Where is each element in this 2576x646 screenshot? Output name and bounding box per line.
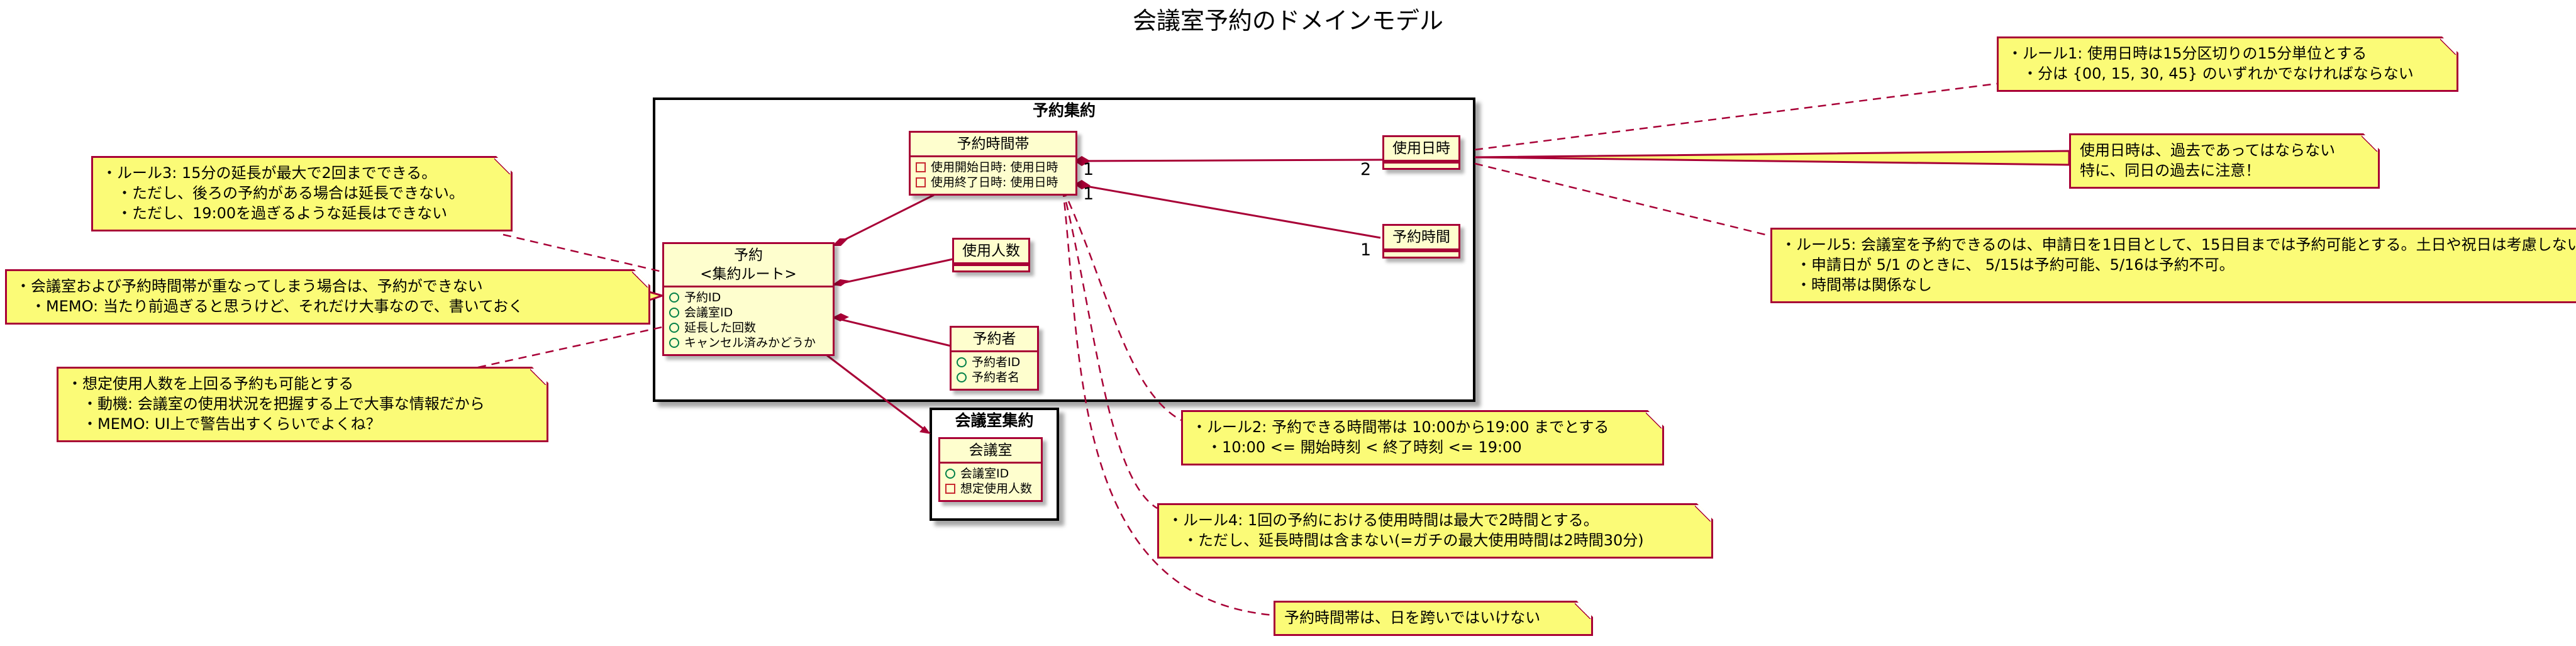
field-reserver-id: 予約者ID bbox=[957, 355, 1033, 370]
class-usage-datetime: 使用日時 bbox=[1382, 135, 1460, 170]
composition-reservation-attendees bbox=[833, 258, 953, 286]
note-link-rule3 bbox=[502, 233, 663, 273]
public-field-icon bbox=[957, 357, 967, 367]
class-reservation-time: 予約時間 bbox=[1382, 224, 1460, 259]
field-reserver-name: 予約者名 bbox=[957, 370, 1033, 385]
room-aggregate-title: 会議室集約 bbox=[955, 411, 1034, 430]
note-link-capacity bbox=[477, 326, 663, 369]
class-timeslot-fields: 使用開始日時: 使用日時 使用終了日時: 使用日時 bbox=[911, 157, 1075, 194]
multiplicity-reservation-time: 1 bbox=[1360, 240, 1372, 260]
diamond-reserver bbox=[832, 313, 849, 321]
composition-reservation-timeslot bbox=[833, 194, 935, 247]
class-reservation-time-empty bbox=[1384, 250, 1458, 257]
field-start-datetime: 使用開始日時: 使用日時 bbox=[916, 160, 1072, 175]
field-cancelled: キャンセル済みかどうか bbox=[669, 335, 829, 350]
public-field-icon bbox=[669, 323, 679, 333]
private-field-icon bbox=[945, 484, 955, 494]
class-reserver: 予約者 予約者ID 予約者名 bbox=[950, 326, 1039, 391]
note-past: 使用日時は、過去であってはならない 特に、同日の過去に注意！ bbox=[2069, 133, 2380, 189]
diamond-usage-datetime bbox=[1074, 156, 1091, 166]
field-room-room-id: 会議室ID bbox=[945, 466, 1037, 481]
class-reservation: 予約 <集約ルート> 予約ID 会議室ID 延長した回数 キャンセル済みかどうか bbox=[662, 242, 835, 356]
note-overlap: ・会議室および予約時間帯が重なってしまう場合は、予約ができない ・MEMO: 当… bbox=[5, 269, 650, 325]
note-pointer-past bbox=[1474, 150, 2070, 166]
note-link-rule4 bbox=[1062, 188, 1158, 510]
association-reservation-room bbox=[826, 354, 925, 431]
diagram-title: 会議室予約のドメインモデル bbox=[1132, 7, 1443, 35]
multiplicity-timeslot-lower: 1 bbox=[1083, 184, 1094, 204]
class-room-fields: 会議室ID 想定使用人数 bbox=[940, 464, 1041, 500]
class-reservation-name: 予約 bbox=[734, 247, 763, 264]
multiplicity-usage-datetime: 2 bbox=[1360, 160, 1372, 179]
class-timeslot-name: 予約時間帯 bbox=[911, 133, 1075, 157]
composition-timeslot-usage-datetime bbox=[1075, 159, 1383, 162]
note-link-rule2 bbox=[1062, 188, 1182, 421]
arrowhead-room bbox=[919, 426, 931, 434]
note-link-crossday bbox=[1062, 188, 1274, 616]
diamond-timeslot bbox=[832, 238, 848, 246]
class-usage-datetime-name: 使用日時 bbox=[1384, 137, 1458, 162]
composition-reservation-reserver bbox=[833, 316, 952, 347]
note-rule3: ・ルール3: 15分の延長が最大で2回までできる。 ・ただし、後ろの予約がある場… bbox=[91, 156, 513, 231]
note-link-rule1 bbox=[1474, 82, 1997, 151]
note-link-rule5 bbox=[1474, 162, 1771, 237]
class-reservation-fields: 予約ID 会議室ID 延長した回数 キャンセル済みかどうか bbox=[664, 287, 833, 354]
reservation-aggregate-title: 予約集約 bbox=[1032, 101, 1096, 120]
class-room-name: 会議室 bbox=[940, 439, 1041, 464]
note-crossday: 予約時間帯は、日を跨いではいけない bbox=[1274, 601, 1593, 636]
diamond-reservation-time bbox=[1074, 180, 1091, 189]
multiplicity-timeslot-upper: 1 bbox=[1083, 160, 1094, 179]
class-attendees: 使用人数 bbox=[952, 238, 1030, 272]
public-field-icon bbox=[669, 338, 679, 348]
class-reservation-time-name: 予約時間 bbox=[1384, 226, 1458, 250]
class-attendees-name: 使用人数 bbox=[954, 240, 1028, 264]
private-field-icon bbox=[916, 177, 926, 187]
composition-timeslot-reservation-time bbox=[1075, 183, 1381, 239]
note-rule2: ・ルール2: 予約できる時間帯は 10:00から19:00 までとする ・10:… bbox=[1181, 410, 1664, 465]
field-reservation-id: 予約ID bbox=[669, 290, 829, 305]
class-reserver-name: 予約者 bbox=[952, 328, 1037, 352]
class-reservation-stereotype: <集約ルート> bbox=[700, 266, 797, 282]
class-reserver-fields: 予約者ID 予約者名 bbox=[952, 352, 1037, 389]
class-usage-datetime-empty bbox=[1384, 162, 1458, 168]
public-field-icon bbox=[669, 292, 679, 303]
class-room: 会議室 会議室ID 想定使用人数 bbox=[938, 437, 1043, 502]
public-field-icon bbox=[945, 469, 955, 479]
class-reservation-header: 予約 <集約ルート> bbox=[664, 244, 833, 287]
field-room-id: 会議室ID bbox=[669, 305, 829, 320]
note-rule1: ・ルール1: 使用日時は15分区切りの15分単位とする ・分は {00, 15,… bbox=[1997, 36, 2458, 92]
field-room-capacity: 想定使用人数 bbox=[945, 481, 1037, 496]
private-field-icon bbox=[916, 162, 926, 172]
public-field-icon bbox=[669, 308, 679, 318]
class-attendees-empty bbox=[954, 264, 1028, 270]
note-rule4: ・ルール4: 1回の予約における使用時間は最大で2時間とする。 ・ただし、延長時… bbox=[1157, 503, 1713, 559]
class-timeslot: 予約時間帯 使用開始日時: 使用日時 使用終了日時: 使用日時 bbox=[909, 131, 1077, 196]
public-field-icon bbox=[957, 372, 967, 382]
field-end-datetime: 使用終了日時: 使用日時 bbox=[916, 175, 1072, 190]
note-capacity: ・想定使用人数を上回る予約も可能とする ・動機: 会議室の使用状況を把握する上で… bbox=[57, 367, 548, 442]
diamond-attendees bbox=[832, 279, 849, 286]
note-rule5: ・ルール5: 会議室を予約できるのは、申請日を1日目として、15日目までは予約可… bbox=[1770, 228, 2576, 303]
field-extension-count: 延長した回数 bbox=[669, 320, 829, 335]
